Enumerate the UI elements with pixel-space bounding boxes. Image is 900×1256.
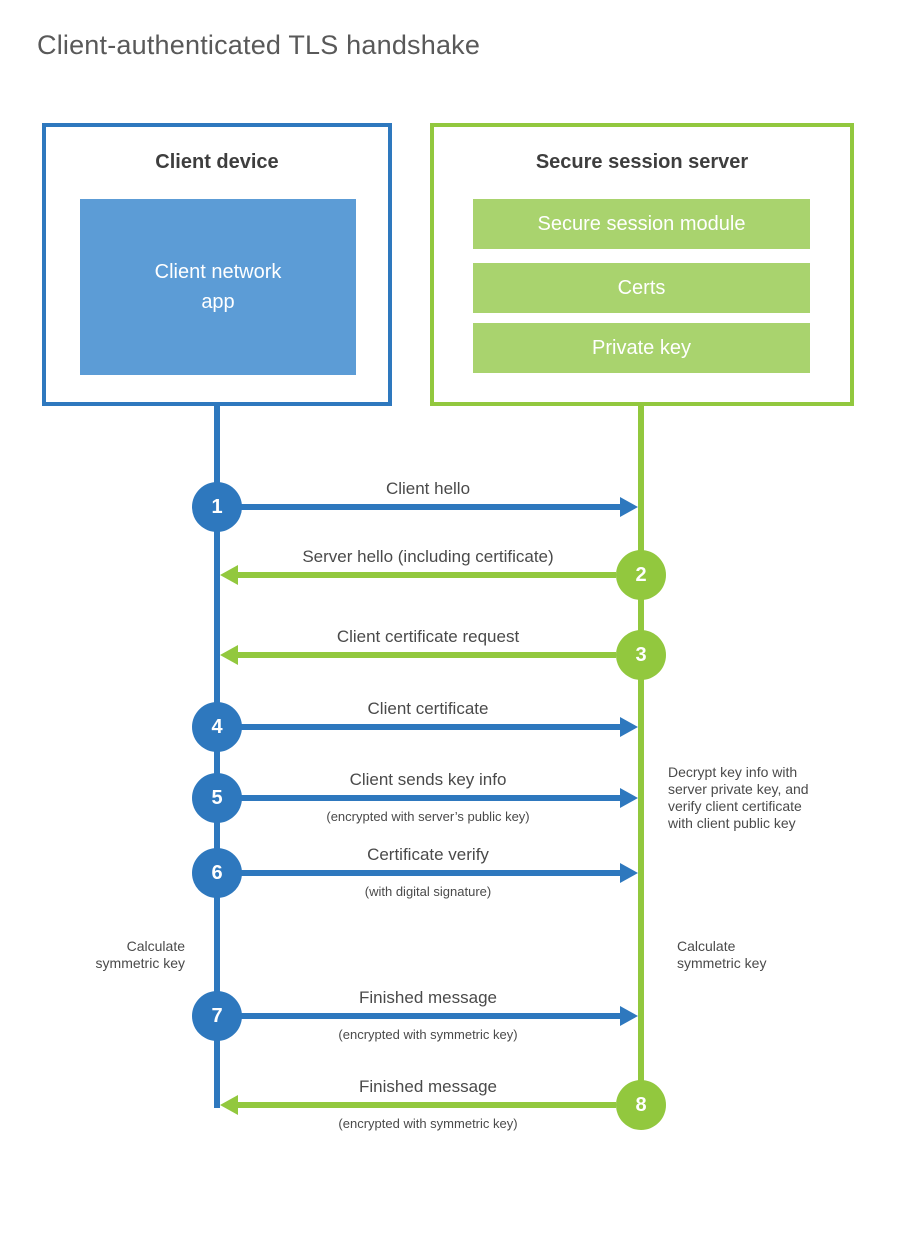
note-decrypt-key-info: Decrypt key info with server private key… bbox=[668, 764, 809, 831]
step-number: 2 bbox=[635, 563, 647, 586]
step-sublabel-5: (encrypted with server’s public key) bbox=[326, 809, 530, 824]
client-network-app-label: Client network app bbox=[154, 261, 282, 313]
arrow-head-step-5 bbox=[620, 788, 638, 808]
step-number: 6 bbox=[211, 861, 223, 884]
step-label-1: Client hello bbox=[385, 479, 471, 498]
client-device-title: Client device bbox=[155, 151, 279, 173]
step-label-2: Server hello (including certificate) bbox=[302, 547, 554, 566]
server-module-private-key: Private key bbox=[473, 323, 810, 373]
step-number: 1 bbox=[211, 495, 223, 518]
step-circle-7: 7 bbox=[192, 991, 242, 1041]
step-circle-6: 6 bbox=[192, 848, 242, 898]
arrow-head-step-8 bbox=[220, 1095, 238, 1115]
step-circle-4: 4 bbox=[192, 702, 242, 752]
step-sublabel-8: (encrypted with symmetric key) bbox=[338, 1116, 518, 1131]
arrow-head-step-7 bbox=[620, 1006, 638, 1026]
step-label-7: Finished message bbox=[359, 988, 497, 1007]
step-number: 4 bbox=[211, 715, 223, 738]
server-lifeline bbox=[638, 404, 644, 1105]
note-calculate-symmetric-key-client: Calculate symmetric key bbox=[95, 938, 185, 971]
step-circle-1: 1 bbox=[192, 482, 242, 532]
step-number: 8 bbox=[635, 1093, 647, 1116]
client-network-app-box: Client network app bbox=[80, 199, 356, 375]
step-number: 3 bbox=[635, 643, 647, 666]
step-sublabel-6: (with digital signature) bbox=[364, 884, 492, 899]
arrow-head-step-1 bbox=[620, 497, 638, 517]
server-module-certs: Certs bbox=[473, 263, 810, 313]
client-device-box: Client device Client network app bbox=[42, 123, 392, 406]
step-circle-2: 2 bbox=[616, 550, 666, 600]
step-number: 7 bbox=[211, 1004, 223, 1027]
arrow-head-step-2 bbox=[220, 565, 238, 585]
server-box: Secure session server Secure session mod… bbox=[430, 123, 854, 406]
arrow-line-step-5 bbox=[240, 795, 622, 801]
step-sublabel-7: (encrypted with symmetric key) bbox=[338, 1027, 518, 1042]
arrow-line-step-3 bbox=[238, 652, 616, 658]
step-label-8: Finished message bbox=[359, 1077, 497, 1096]
arrow-line-step-6 bbox=[240, 870, 622, 876]
step-label-5: Client sends key info bbox=[349, 770, 507, 789]
server-title: Secure session server bbox=[535, 151, 749, 173]
arrow-line-step-7 bbox=[240, 1013, 622, 1019]
page-title: Client-authenticated TLS handshake bbox=[37, 30, 481, 60]
step-label-6: Certificate verify bbox=[367, 845, 489, 864]
arrow-line-step-2 bbox=[238, 572, 616, 578]
step-number: 5 bbox=[211, 786, 223, 809]
arrow-head-step-3 bbox=[220, 645, 238, 665]
arrow-line-step-1 bbox=[240, 504, 622, 510]
step-label-3: Client certificate request bbox=[336, 627, 520, 646]
server-module-label: Secure session module bbox=[537, 212, 746, 235]
step-circle-3: 3 bbox=[616, 630, 666, 680]
note-calculate-symmetric-key-server: Calculate symmetric key bbox=[677, 938, 767, 971]
server-module-label: Private key bbox=[592, 336, 691, 359]
step-circle-8: 8 bbox=[616, 1080, 666, 1130]
step-label-4: Client certificate bbox=[367, 699, 489, 718]
client-lifeline bbox=[214, 404, 220, 1108]
step-circle-5: 5 bbox=[192, 773, 242, 823]
server-module-secure-session: Secure session module bbox=[473, 199, 810, 249]
arrow-head-step-4 bbox=[620, 717, 638, 737]
server-module-label: Certs bbox=[617, 276, 666, 299]
arrow-line-step-4 bbox=[240, 724, 622, 730]
arrow-head-step-6 bbox=[620, 863, 638, 883]
arrow-line-step-8 bbox=[238, 1102, 616, 1108]
